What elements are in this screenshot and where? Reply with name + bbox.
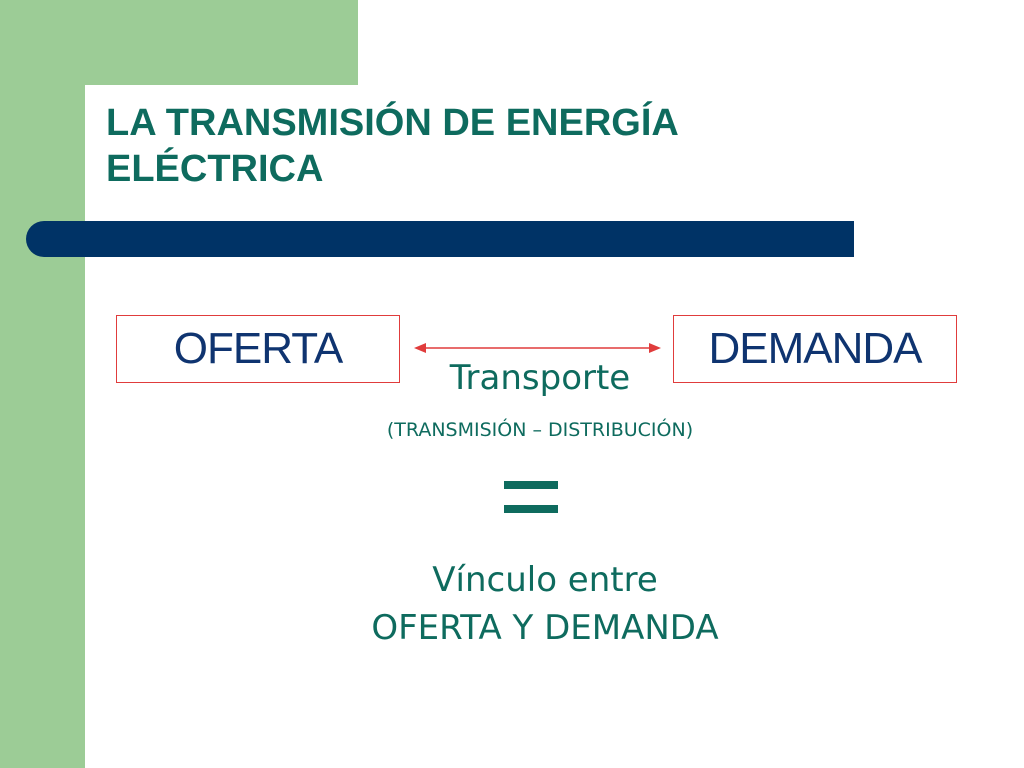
green-side-band	[0, 0, 85, 768]
conclusion-text: Vínculo entre OFERTA Y DEMANDA	[290, 556, 800, 652]
oferta-box: OFERTA	[116, 315, 400, 383]
transporte-label: Transporte	[449, 358, 631, 398]
equals-sign	[504, 481, 558, 515]
conclusion-line2: OFERTA Y DEMANDA	[371, 608, 719, 648]
transmision-distribucion-label: (TRANSMISIÓN – DISTRIBUCIÓN)	[386, 419, 694, 441]
title-underline-bar	[26, 221, 854, 257]
rounded-corner	[85, 85, 205, 205]
slide-title-line1: LA TRANSMISIÓN DE ENERGÍA	[106, 102, 679, 144]
demanda-box: DEMANDA	[673, 315, 957, 383]
conclusion-line1: Vínculo entre	[432, 560, 658, 600]
slide-title: LA TRANSMISIÓN DE ENERGÍA ELÉCTRICA	[106, 100, 866, 192]
green-top-corner	[85, 0, 358, 85]
double-arrow-icon	[414, 343, 661, 353]
slide-title-line2: ELÉCTRICA	[106, 148, 324, 190]
